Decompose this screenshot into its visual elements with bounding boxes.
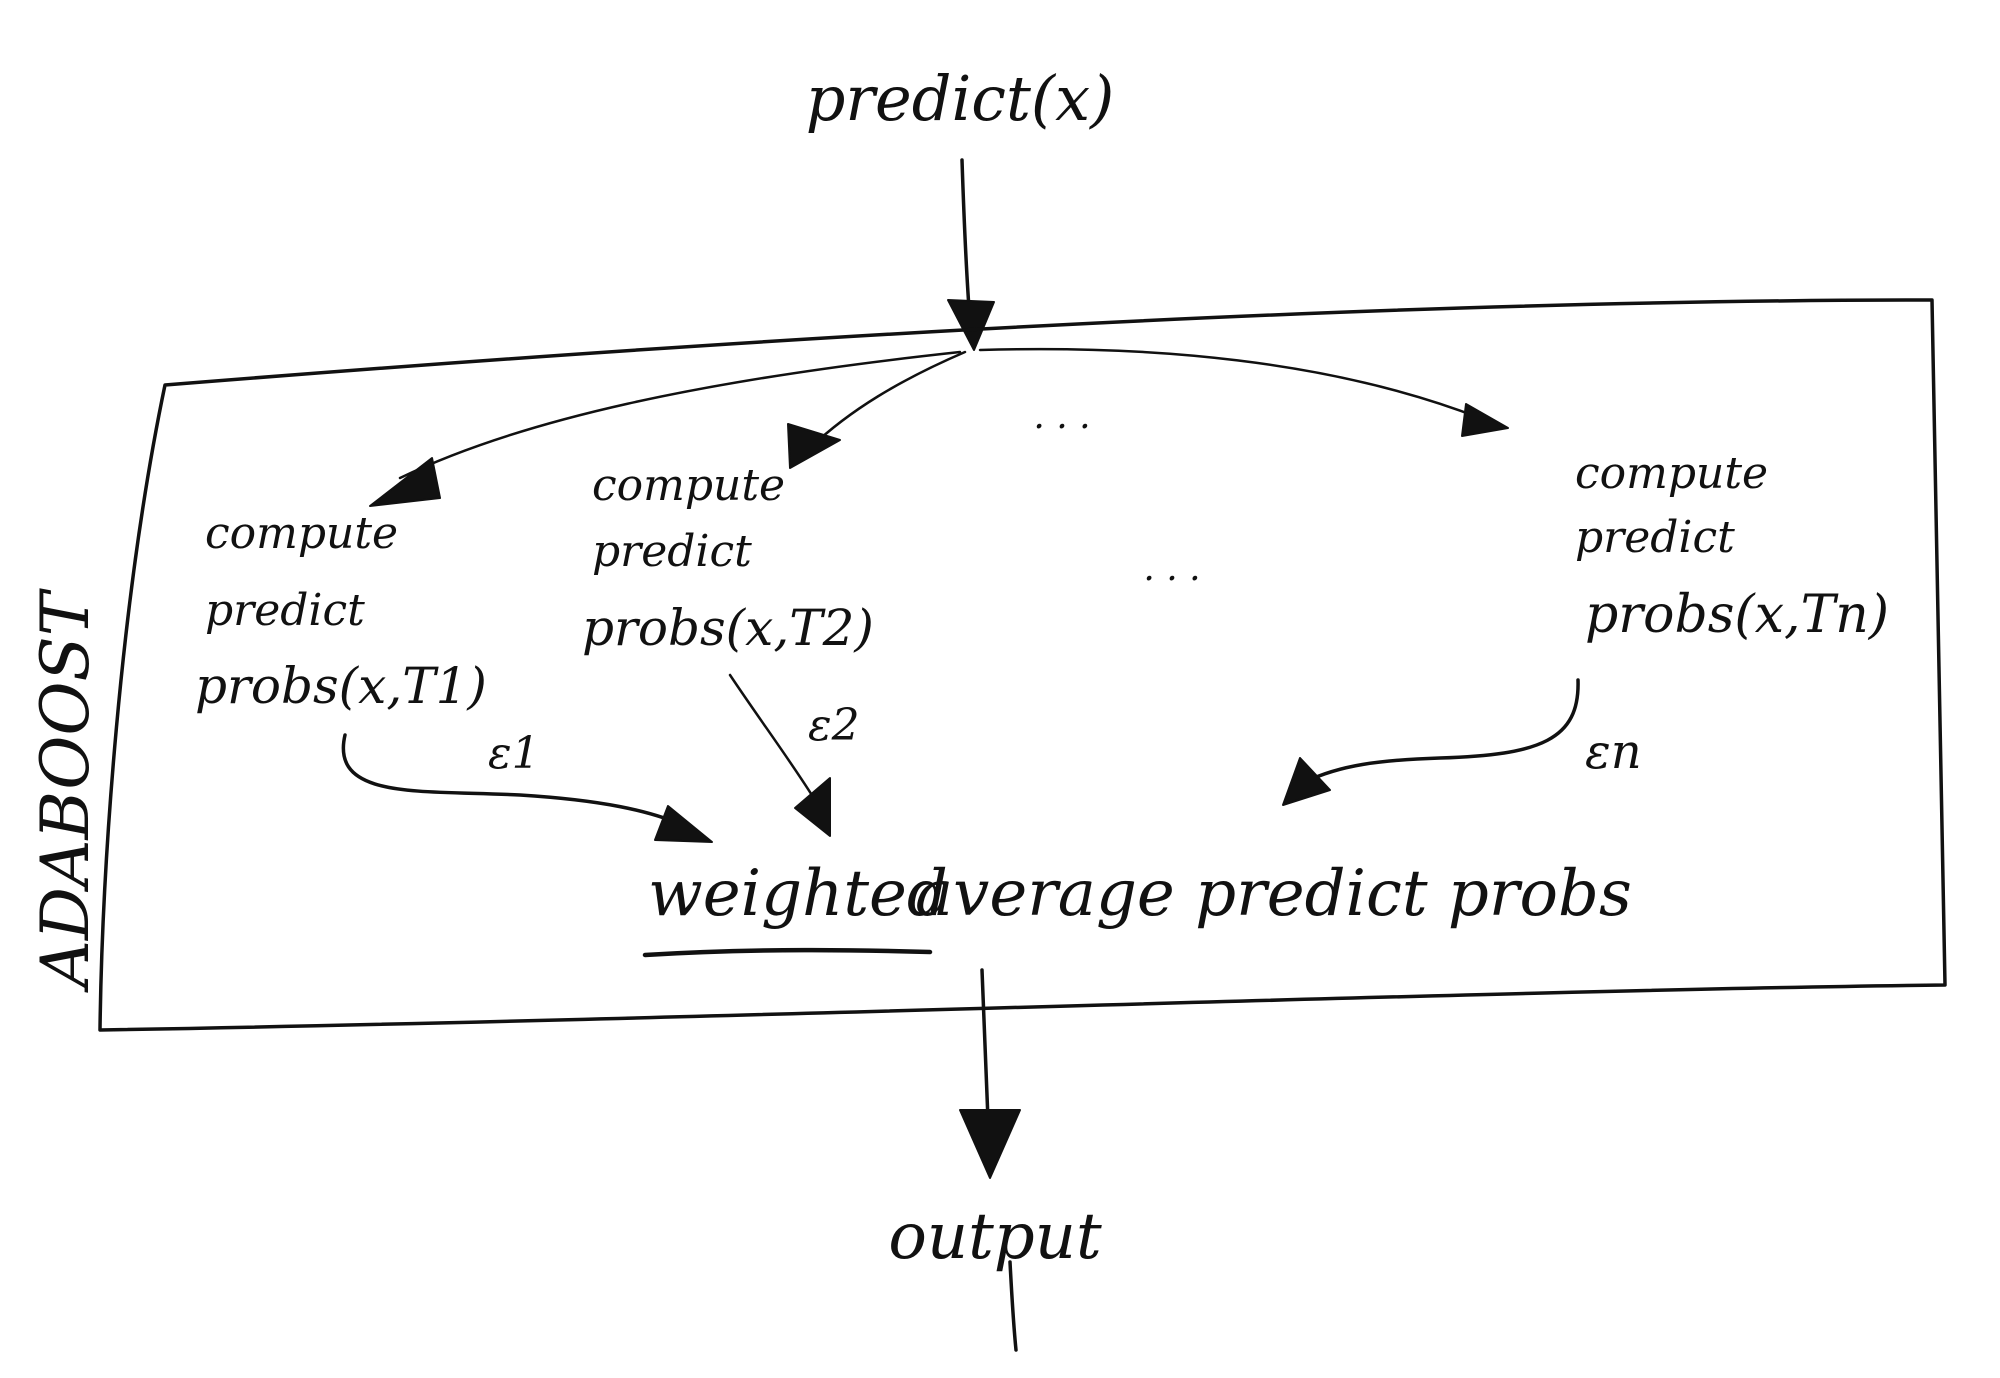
weight-label-2: ε2 bbox=[808, 700, 860, 751]
learner-n-line3: probs(x,Tn) bbox=[1585, 585, 1889, 645]
learner-n-arrow bbox=[1303, 678, 1580, 784]
fanout-arrow-n bbox=[978, 347, 1482, 420]
learner-1-line2: predict bbox=[205, 585, 365, 636]
learner-n-arrowhead bbox=[1282, 757, 1331, 806]
learner-2-line2: predict bbox=[592, 526, 752, 577]
learner-n: compute predict probs(x,Tn) bbox=[1575, 448, 1889, 645]
learner-1-arrowhead bbox=[654, 805, 713, 843]
container-label: ADABOOST bbox=[27, 587, 104, 993]
input-arrow bbox=[960, 158, 972, 324]
weight-label-n: εn bbox=[1585, 724, 1642, 780]
fanout-arrow-1 bbox=[398, 350, 962, 480]
learner-1: compute predict probs(x,T1) bbox=[195, 508, 487, 715]
input-arrowhead bbox=[947, 299, 995, 351]
weight-label-1: ε1 bbox=[488, 728, 540, 779]
learner-1-line1: compute bbox=[205, 508, 398, 559]
output-label: output bbox=[888, 1200, 1102, 1274]
learner-n-line2: predict bbox=[1575, 512, 1735, 563]
aggregate-step: weighted average predict probs bbox=[642, 857, 1632, 958]
output-arrow bbox=[980, 968, 990, 1122]
adaboost-box bbox=[98, 298, 1947, 1032]
learner-n-line1: compute bbox=[1575, 448, 1768, 499]
aggregate-rest: average predict probs bbox=[915, 857, 1632, 931]
learner-1-arrow bbox=[341, 733, 692, 830]
aggregate-emphasis: weighted bbox=[648, 857, 948, 931]
input-label: predict(x) bbox=[806, 62, 1115, 135]
fanout-arrowhead-2 bbox=[787, 423, 841, 469]
fanout-arrowhead-1 bbox=[369, 457, 441, 507]
output-arrowhead bbox=[959, 1109, 1021, 1179]
learner-2-line3: probs(x,T2) bbox=[582, 599, 874, 657]
learner-2-line1: compute bbox=[592, 460, 785, 511]
learner-2-arrowhead bbox=[794, 777, 831, 837]
learner-2: compute predict probs(x,T2) bbox=[582, 460, 874, 657]
ellipsis-top: . . . bbox=[1033, 396, 1090, 437]
ellipsis-middle: . . . bbox=[1143, 548, 1200, 589]
aggregate-underline bbox=[642, 947, 933, 958]
learner-2-arrow bbox=[728, 673, 817, 802]
output-tail bbox=[1008, 1260, 1018, 1352]
learner-1-line3: probs(x,T1) bbox=[195, 657, 487, 715]
fanout-arrowhead-n bbox=[1461, 403, 1509, 437]
